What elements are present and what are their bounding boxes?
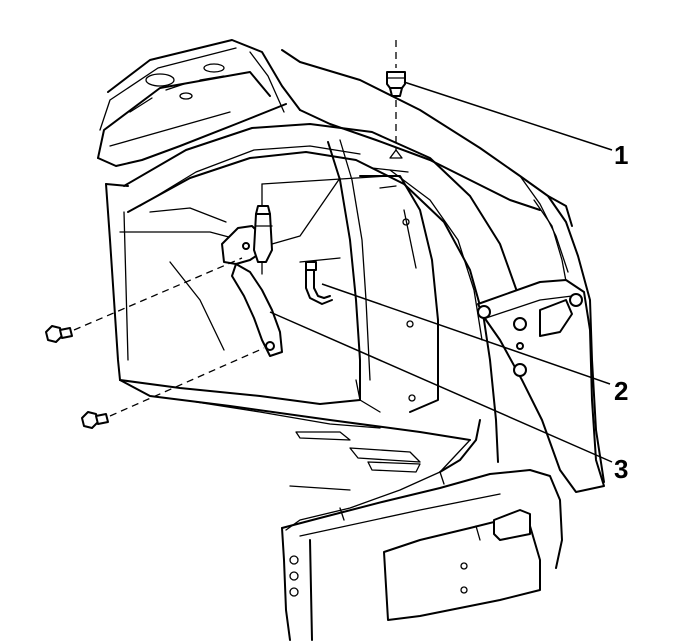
leader-lines bbox=[269, 81, 613, 463]
quarter-panel bbox=[281, 49, 605, 483]
callout-2: 2 bbox=[614, 376, 628, 406]
retainer-part-1 bbox=[386, 40, 406, 159]
leader-line-1 bbox=[403, 81, 613, 151]
trunk-floor bbox=[119, 379, 471, 531]
wheelhouse-arch bbox=[123, 123, 529, 473]
tail-lamp-bracket bbox=[477, 279, 605, 493]
callout-1: 1 bbox=[614, 140, 628, 170]
bolt-upper bbox=[45, 257, 243, 343]
inner-wheelhouse bbox=[327, 139, 439, 413]
bracket-part-3 bbox=[221, 175, 389, 357]
callout-3: 3 bbox=[614, 454, 628, 484]
hose-part-2 bbox=[299, 257, 341, 305]
bolt-lower bbox=[81, 347, 265, 429]
left-body-side bbox=[105, 183, 361, 405]
leader-line-3 bbox=[269, 311, 613, 463]
rear-body-panel bbox=[281, 469, 563, 641]
leader-line-2 bbox=[321, 283, 611, 385]
roof-panel bbox=[97, 39, 301, 167]
